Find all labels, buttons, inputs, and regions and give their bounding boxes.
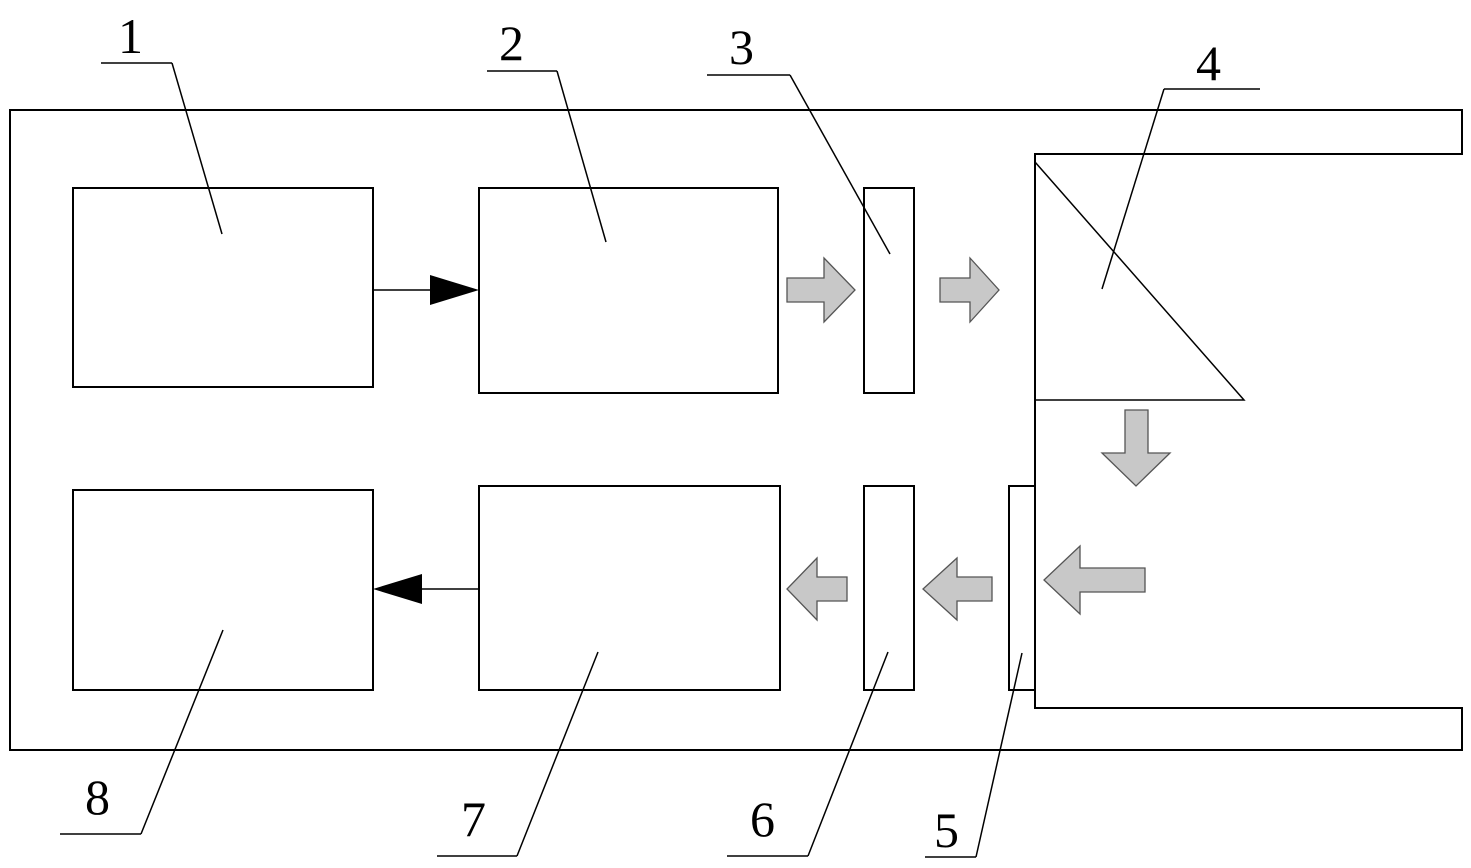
- component-3-plate: [864, 188, 914, 393]
- beam-arrow-right-2: [940, 258, 999, 322]
- leader-4-diag: [1102, 89, 1164, 289]
- label-8: 8: [85, 769, 110, 825]
- label-3: 3: [729, 19, 754, 75]
- beam-arrow-left-3: [787, 558, 847, 620]
- beam-arrow-right-1: [787, 258, 855, 322]
- component-4-prism: [1035, 162, 1244, 400]
- component-6-plate: [864, 486, 914, 690]
- component-5-plate: [1009, 486, 1035, 690]
- component-1-box: [73, 188, 373, 387]
- arrow-1-to-2: [373, 275, 479, 305]
- leader-6-diag: [808, 652, 888, 856]
- label-4: 4: [1196, 35, 1221, 91]
- component-2-box: [479, 188, 778, 393]
- leader-3-diag: [790, 75, 890, 254]
- component-8-box: [73, 490, 373, 690]
- beam-arrow-down: [1102, 410, 1170, 486]
- label-7: 7: [461, 791, 486, 847]
- label-6: 6: [750, 791, 775, 847]
- beam-arrow-left-1: [1044, 546, 1145, 614]
- leader-5-diag: [976, 653, 1022, 857]
- label-2: 2: [499, 15, 524, 71]
- beam-arrow-left-2: [923, 558, 992, 620]
- label-5: 5: [934, 802, 959, 858]
- leader-lines: [60, 63, 1260, 857]
- component-7-box: [479, 486, 780, 690]
- arrow-7-to-8: [373, 574, 479, 604]
- label-1: 1: [118, 8, 143, 64]
